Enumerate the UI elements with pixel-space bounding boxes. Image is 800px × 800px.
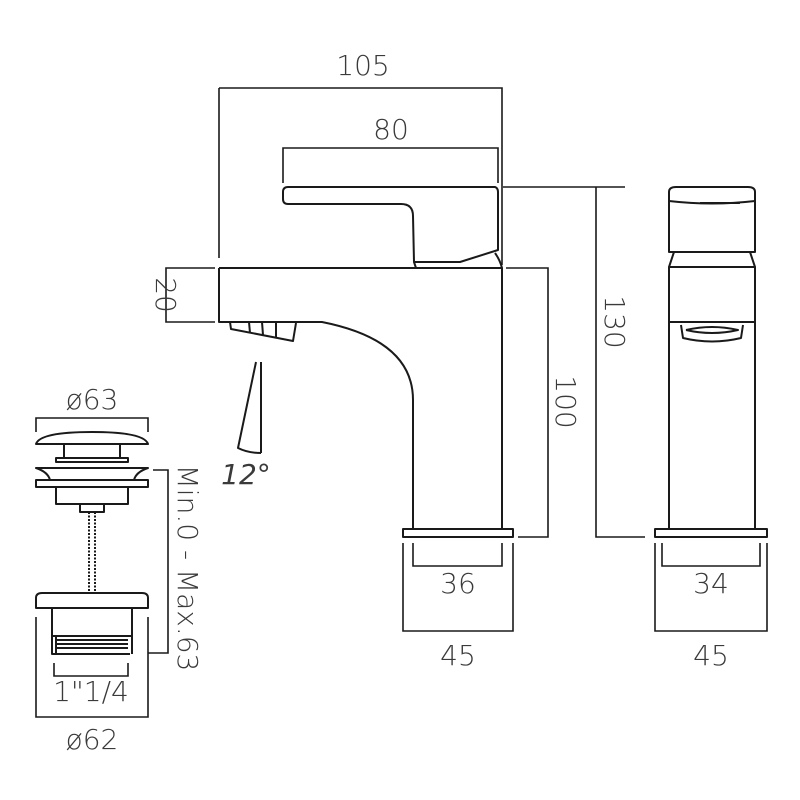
waste-base-flange	[35, 592, 149, 609]
stem	[668, 322, 756, 529]
dim-o62	[35, 617, 149, 718]
body-upper	[668, 266, 756, 323]
label-min-max: Min.0 - Max.63	[171, 465, 204, 672]
aerator-front	[680, 324, 744, 343]
lever-handle	[282, 186, 499, 263]
waste-cap	[35, 431, 149, 445]
dim-130	[503, 186, 645, 538]
label-100: 100	[549, 375, 582, 428]
dim-45-side	[402, 543, 514, 632]
label-36: 36	[440, 567, 476, 600]
base-plate-side	[402, 528, 514, 538]
dim-105	[218, 87, 503, 265]
dimension-labels: 105 80 20 100 130 12° 36 45 34 45 ø63 ø6…	[53, 49, 729, 756]
dimension-lines	[35, 87, 768, 718]
label-130: 130	[598, 295, 631, 348]
dim-36	[412, 543, 503, 567]
base-plate-front	[654, 528, 768, 538]
label-45-side: 45	[440, 639, 476, 672]
waste-body-top	[55, 487, 129, 513]
dim-min-max	[148, 469, 169, 654]
waste-flange	[35, 467, 149, 481]
dim-o63	[35, 417, 149, 432]
label-12-degree: 12°	[221, 458, 271, 491]
label-105: 105	[336, 49, 389, 82]
click-clack-waste	[35, 431, 149, 655]
dim-34	[661, 543, 761, 567]
waste-plunger	[55, 444, 129, 463]
waste-body-lower	[51, 608, 133, 655]
handle-cap	[668, 186, 756, 253]
angle-wedge	[237, 361, 262, 454]
dim-45-front	[654, 543, 768, 632]
aerator-side	[229, 321, 297, 342]
neck	[668, 251, 756, 268]
tap-front-view	[654, 186, 768, 538]
label-o63: ø63	[66, 383, 119, 416]
dim-20	[165, 267, 215, 323]
threaded-rod	[88, 512, 96, 593]
dim-80	[282, 147, 499, 183]
waste-washer	[35, 479, 149, 488]
label-45-front: 45	[693, 639, 729, 672]
tap-side-view	[218, 186, 514, 538]
label-o62: ø62	[66, 723, 119, 756]
label-80: 80	[373, 113, 409, 146]
label-20: 20	[149, 277, 182, 313]
lever-cartridge	[413, 252, 503, 269]
label-34: 34	[693, 567, 729, 600]
dim-100	[506, 267, 549, 538]
dim-thread	[53, 663, 129, 677]
label-thread: 1"1/4	[53, 675, 129, 708]
